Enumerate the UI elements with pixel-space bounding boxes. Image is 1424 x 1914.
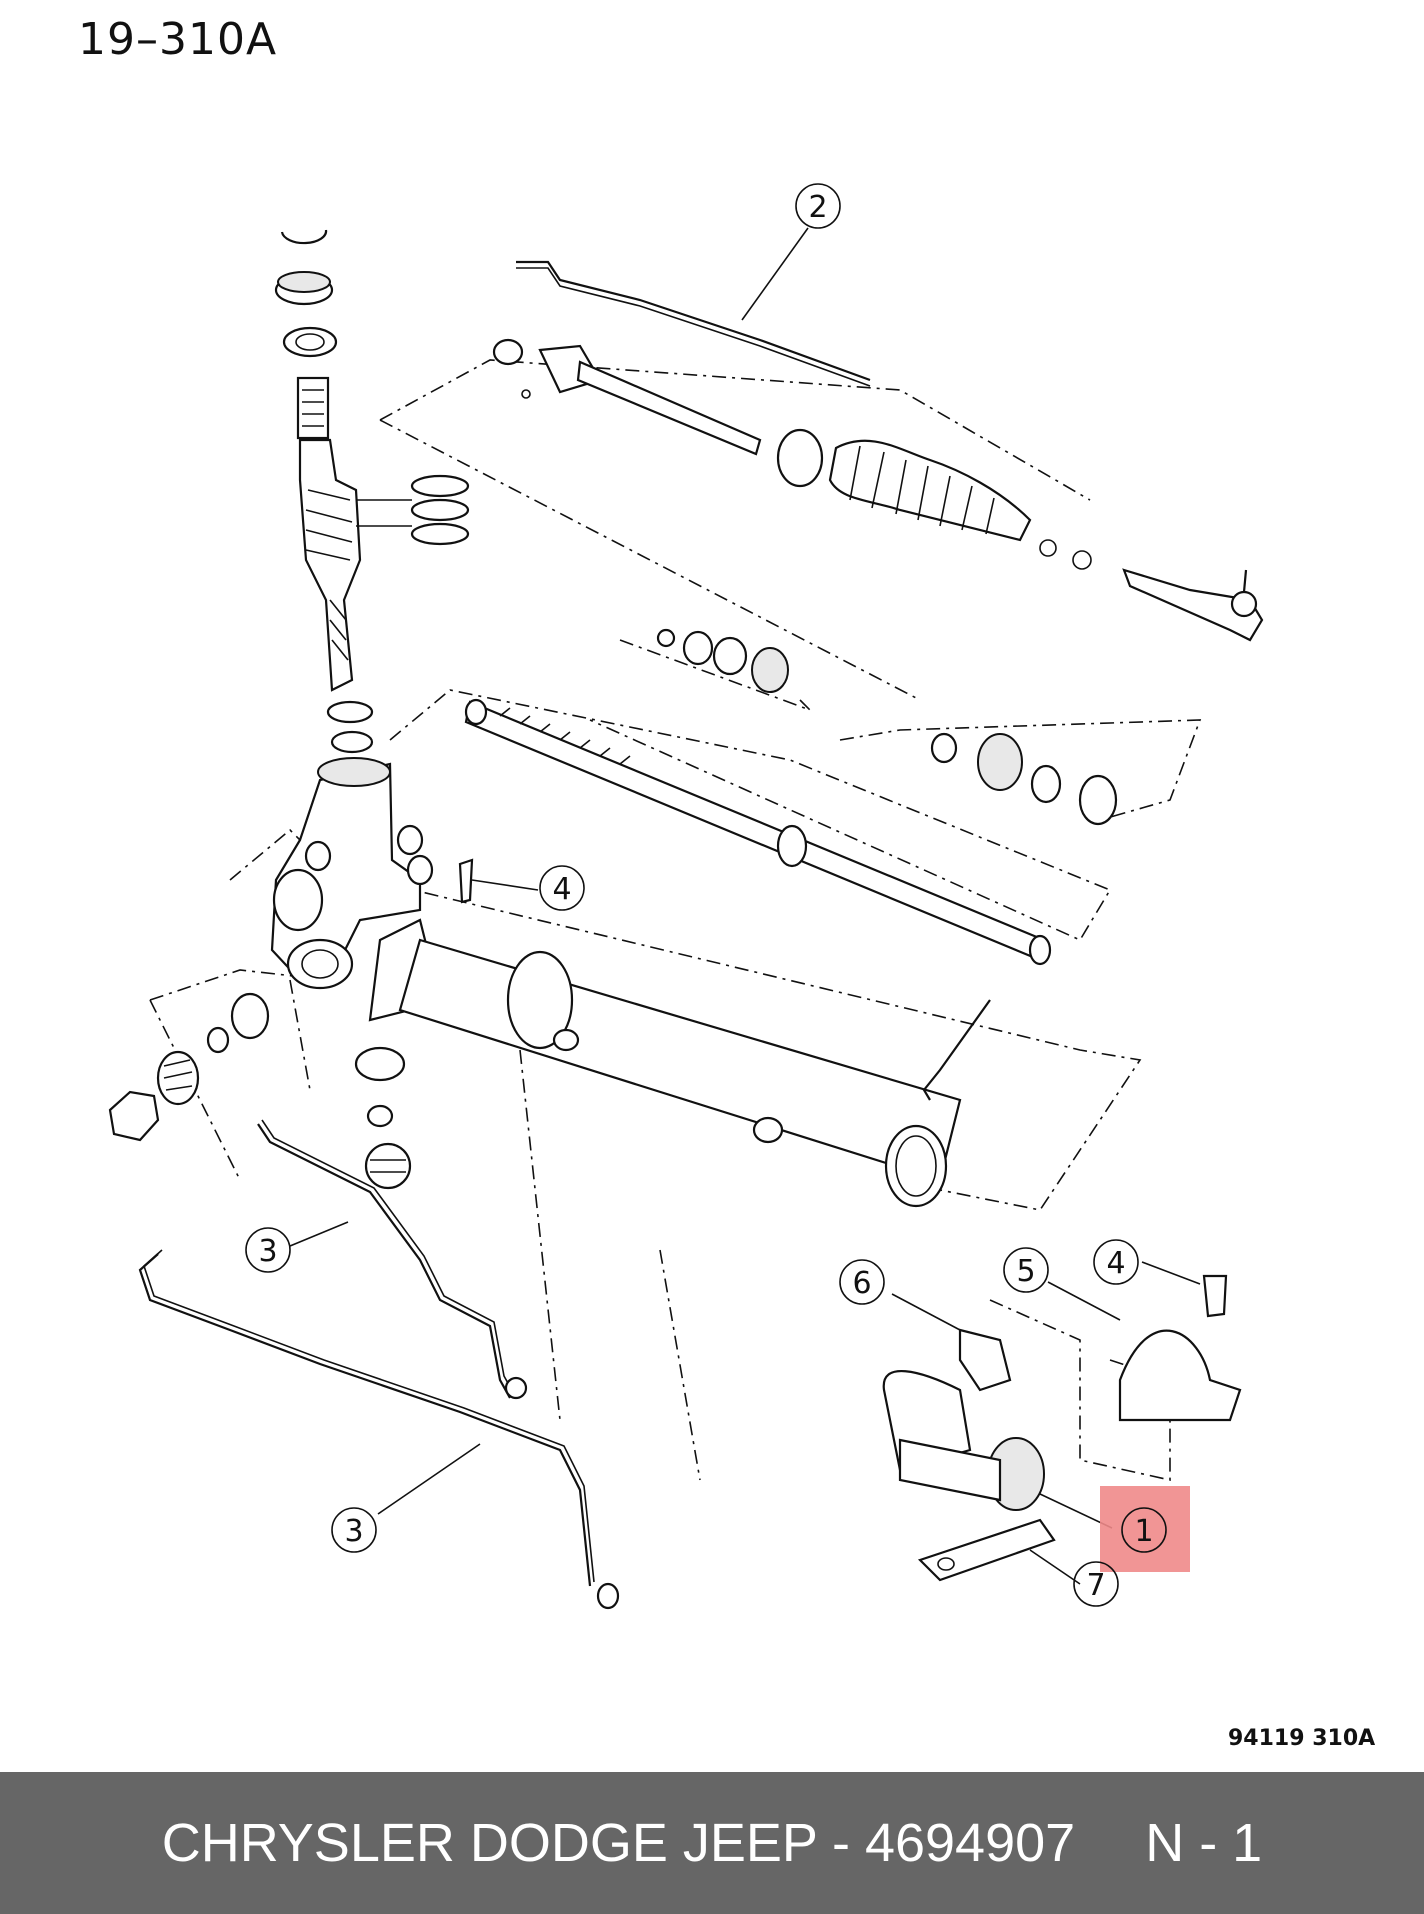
callout-3-upper: 3	[245, 1227, 291, 1273]
svg-text:6: 6	[852, 1266, 871, 1301]
callout-1: 1	[1121, 1507, 1167, 1553]
callout-2: 2	[795, 183, 841, 229]
adjuster-hardware	[108, 858, 1228, 1318]
callout-4-lower: 4	[1093, 1239, 1139, 1285]
svg-text:1: 1	[1134, 1514, 1153, 1549]
diagram-title: 19–310A	[78, 14, 278, 65]
mounting-bracket-group	[882, 1328, 1242, 1582]
callout-highlight	[1100, 1486, 1190, 1572]
gear-housing	[270, 757, 991, 1208]
svg-text:5: 5	[1016, 1254, 1035, 1289]
svg-text:4: 4	[552, 872, 571, 907]
callout-4-upper: 4	[539, 865, 585, 911]
part-footer-bar: CHRYSLER DODGE JEEP - 4694907 N - 1	[0, 1772, 1424, 1914]
steering-gear-exploded-diagram: 2 4 3 3 6 5 4 1 7	[108, 183, 1264, 1610]
rack-and-seals	[464, 628, 1118, 966]
callout-3-lower: 3	[331, 1507, 377, 1553]
part-quantity: N - 1	[1145, 1813, 1263, 1873]
svg-text:7: 7	[1086, 1568, 1105, 1603]
callout-5: 5	[1003, 1247, 1049, 1293]
leader-lines	[289, 227, 1201, 1585]
figure-code: 94119 310A	[1228, 1726, 1376, 1751]
callout-6: 6	[839, 1259, 885, 1305]
tie-rod-and-boot	[492, 260, 1264, 642]
svg-text:3: 3	[344, 1514, 363, 1549]
svg-text:3: 3	[258, 1234, 277, 1269]
svg-text:4: 4	[1106, 1246, 1125, 1281]
input-shaft-assembly	[274, 229, 470, 754]
part-footer-text: CHRYSLER DODGE JEEP - 4694907	[161, 1813, 1076, 1873]
callout-7: 7	[1073, 1561, 1119, 1607]
hydraulic-lines	[138, 1119, 620, 1610]
svg-text:2: 2	[808, 190, 827, 225]
